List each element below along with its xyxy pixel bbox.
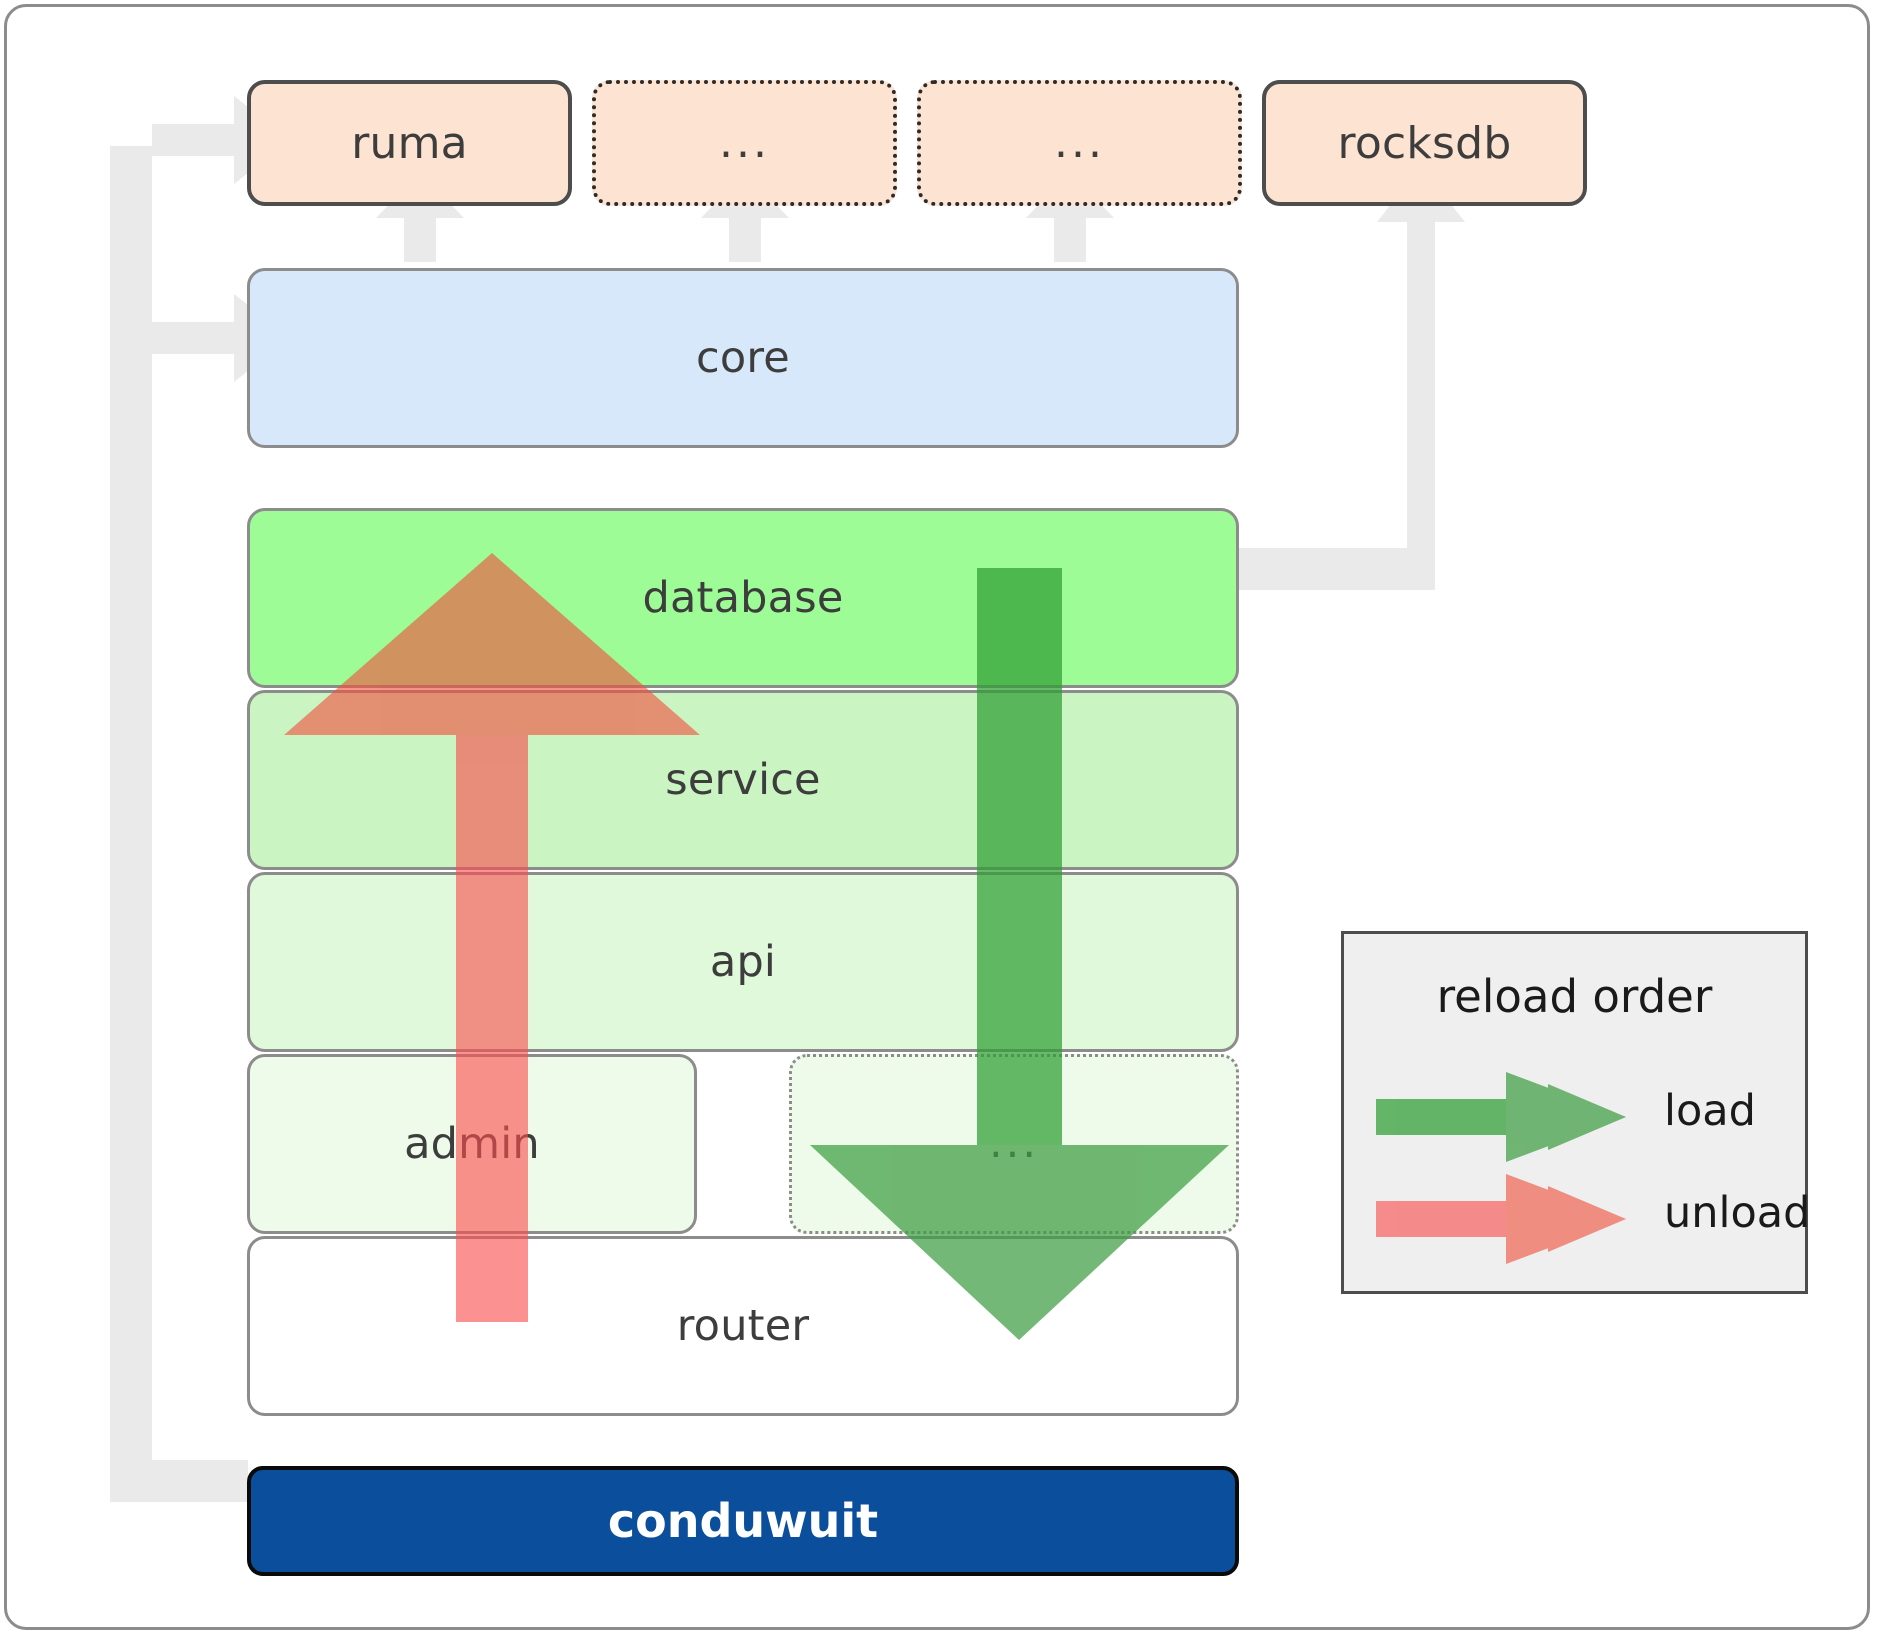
ellipsis-icon: ...: [988, 1118, 1039, 1169]
load-arrow-icon: [1376, 1072, 1626, 1162]
layer-box-service[interactable]: service: [247, 690, 1239, 870]
layer-label: service: [665, 755, 821, 805]
root-crate-label: conduwuit: [607, 1494, 879, 1548]
dependency-label: rocksdb: [1337, 117, 1512, 169]
layer-label: router: [676, 1301, 810, 1351]
unload-arrow-icon: [1376, 1174, 1626, 1264]
layer-label: core: [696, 333, 790, 383]
dependency-label: ruma: [351, 117, 468, 169]
dependency-box-ruma[interactable]: ruma: [247, 80, 572, 206]
layer-box-placeholder[interactable]: ...: [789, 1054, 1239, 1234]
legend-panel: reload order load unload: [1341, 931, 1810, 1294]
ellipsis-icon: ...: [1054, 117, 1105, 169]
layer-box-admin[interactable]: admin: [247, 1054, 697, 1234]
legend-row-unload: unload: [1344, 1174, 1810, 1264]
root-crate-box-conduwuit[interactable]: conduwuit: [247, 1466, 1239, 1576]
legend-title: reload order: [1436, 970, 1713, 1023]
ellipsis-icon: ...: [719, 117, 770, 169]
layer-label: admin: [404, 1119, 540, 1169]
legend-label-unload: unload: [1664, 1188, 1811, 1238]
dependency-box-rocksdb[interactable]: rocksdb: [1262, 80, 1587, 206]
legend-row-load: load: [1344, 1072, 1805, 1162]
layer-box-api[interactable]: api: [247, 872, 1239, 1052]
layer-box-core[interactable]: core: [247, 268, 1239, 448]
dependency-box-placeholder-1[interactable]: ...: [592, 80, 897, 206]
layer-label: api: [709, 937, 777, 987]
dependency-box-placeholder-2[interactable]: ...: [917, 80, 1242, 206]
layer-box-router[interactable]: router: [247, 1236, 1239, 1416]
legend-label-load: load: [1664, 1086, 1756, 1136]
layer-label: database: [642, 573, 844, 623]
layer-box-database[interactable]: database: [247, 508, 1239, 688]
